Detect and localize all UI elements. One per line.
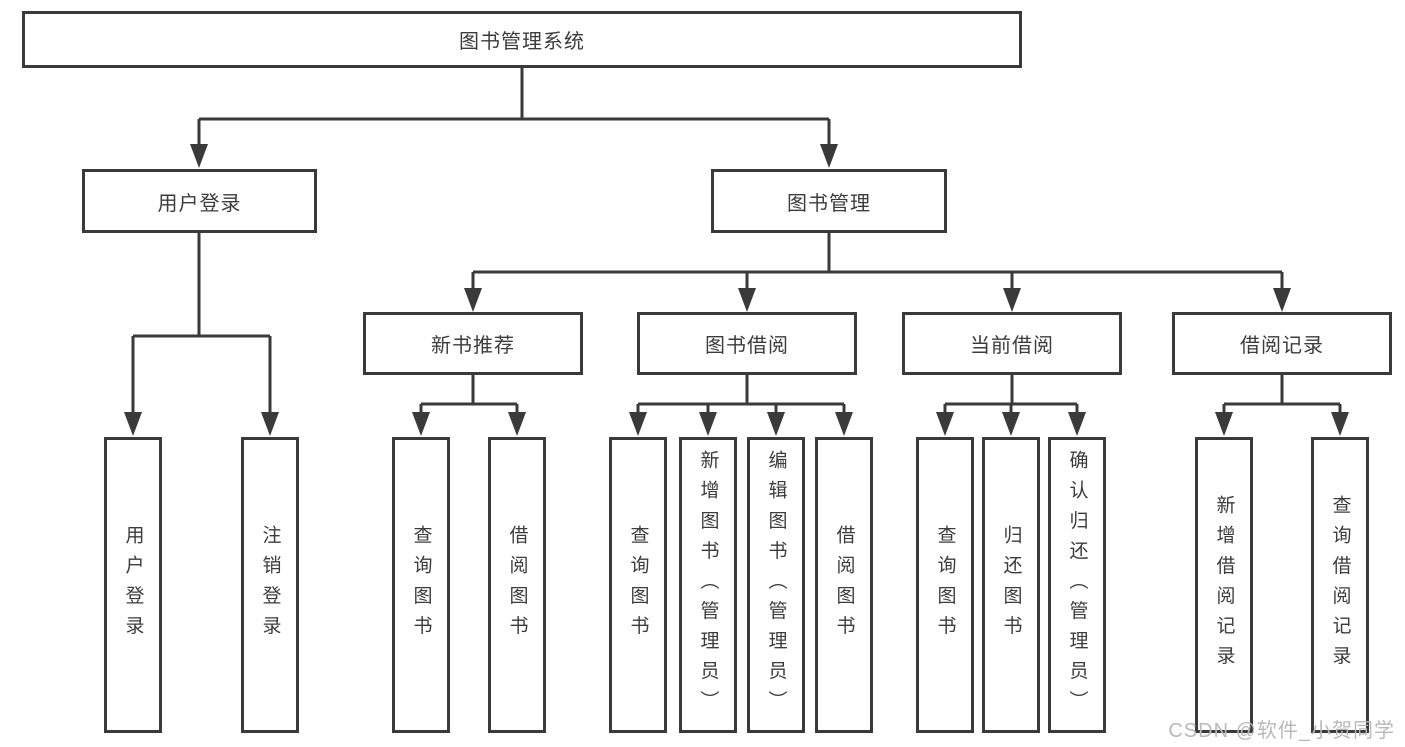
leaf-borrow-edit-books-admin: 编辑图书（管理员） (747, 437, 805, 733)
leaf-borrow-borrow-books-label: 借阅图书 (833, 524, 855, 646)
connector-new-book-group (419, 375, 519, 414)
leaf-current-query-books: 查询图书 (916, 437, 974, 733)
connector-book-borrow-group (636, 375, 846, 414)
node-root-label: 图书管理系统 (459, 31, 585, 53)
leaf-recommend-borrow-books-label: 借阅图书 (506, 524, 528, 646)
node-new-book-recommend-label: 新书推荐 (431, 335, 515, 357)
node-user-login: 用户登录 (82, 169, 317, 233)
leaf-current-confirm-return-admin-label: 确认归还（管理员） (1066, 449, 1088, 721)
csdn-watermark: CSDN @软件_小贺同学 (1168, 720, 1395, 742)
leaf-borrow-query-books-label: 查询图书 (627, 524, 649, 646)
leaf-current-return-books-label: 归还图书 (1000, 524, 1022, 646)
connector-current-borrow-group (943, 375, 1079, 414)
leaf-recommend-query-books: 查询图书 (392, 437, 450, 733)
node-user-login-label: 用户登录 (157, 192, 242, 215)
leaf-borrow-query-books: 查询图书 (609, 437, 667, 733)
connector-borrow-records-group (1222, 375, 1342, 414)
node-current-borrow-label: 当前借阅 (970, 335, 1054, 357)
leaf-records-add-record-label: 新增借阅记录 (1213, 494, 1235, 676)
arrowheads (124, 144, 1349, 436)
node-current-borrow: 当前借阅 (902, 312, 1122, 375)
node-book-management: 图书管理 (711, 169, 947, 233)
leaf-borrow-edit-books-admin-label: 编辑图书（管理员） (765, 449, 787, 721)
leaf-borrow-add-books-admin: 新增图书（管理员） (679, 437, 737, 733)
leaf-records-add-record: 新增借阅记录 (1195, 437, 1253, 733)
leaf-recommend-borrow-books: 借阅图书 (488, 437, 546, 733)
leaf-logout-login-label: 注销登录 (259, 524, 281, 646)
node-book-borrow: 图书借阅 (637, 312, 857, 375)
leaf-recommend-query-books-label: 查询图书 (410, 524, 432, 646)
connector-user-login-group (131, 233, 272, 414)
leaf-current-return-books: 归还图书 (982, 437, 1040, 733)
node-borrow-records-label: 借阅记录 (1240, 335, 1324, 357)
leaf-current-query-books-label: 查询图书 (934, 524, 956, 646)
leaf-user-login-label: 用户登录 (122, 524, 144, 646)
node-book-management-label: 图书管理 (787, 192, 871, 215)
connector-root (197, 68, 831, 146)
leaf-user-login: 用户登录 (104, 437, 162, 733)
node-root: 图书管理系统 (22, 11, 1022, 68)
node-book-borrow-label: 图书借阅 (705, 335, 789, 357)
leaf-current-confirm-return-admin: 确认归还（管理员） (1048, 437, 1106, 733)
node-borrow-records: 借阅记录 (1172, 312, 1392, 375)
connector-book-management-group (471, 233, 1284, 290)
leaf-borrow-borrow-books: 借阅图书 (815, 437, 873, 733)
leaf-records-query-record: 查询借阅记录 (1311, 437, 1369, 733)
node-new-book-recommend: 新书推荐 (363, 312, 583, 375)
leaf-records-query-record-label: 查询借阅记录 (1329, 494, 1351, 676)
leaf-logout-login: 注销登录 (241, 437, 299, 733)
leaf-borrow-add-books-admin-label: 新增图书（管理员） (697, 449, 719, 721)
